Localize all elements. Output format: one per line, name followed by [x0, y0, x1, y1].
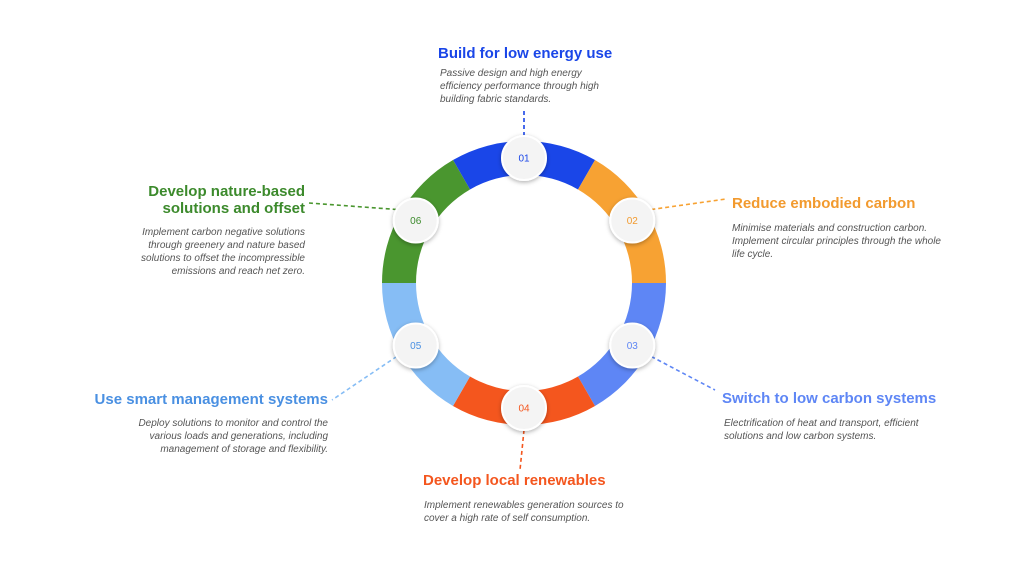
step-marker-number: 03 — [627, 341, 639, 352]
step-4-description: Implement renewables generation sources … — [424, 499, 684, 525]
step-2-description: Minimise materials and construction carb… — [732, 222, 992, 261]
step-6-title-line: solutions and offset — [162, 200, 306, 217]
step-3-title: Switch to low carbon systems — [722, 390, 937, 407]
connector-line-05 — [331, 355, 398, 401]
step-3-description: Electrification of heat and transport, e… — [724, 417, 984, 443]
step-5-description: Deploy solutions to monitor and control … — [68, 417, 328, 456]
step-marker-number: 05 — [410, 341, 422, 352]
step-1-description: Passive design and high energy efficienc… — [440, 67, 640, 106]
step-6-desc-line: solutions to offset the incompressible — [141, 253, 305, 264]
step-6-description: Implement carbon negative solutions thro… — [65, 226, 305, 278]
step-3-desc-line: solutions and low carbon systems. — [724, 431, 877, 442]
step-2-desc-line: life cycle. — [732, 249, 774, 260]
step-1-title: Build for low energy use — [438, 45, 613, 62]
step-markers: 01 02 03 04 05 06 — [392, 135, 656, 431]
step-4-desc-line: Implement renewables generation sources … — [424, 500, 624, 511]
step-marker-03: 03 — [609, 322, 656, 369]
step-5-title: Use smart management systems — [94, 391, 328, 408]
step-marker-circle — [609, 322, 656, 369]
step-6-title-line: Develop nature-based — [148, 183, 305, 200]
step-4-desc-line: cover a high rate of self consumption. — [424, 513, 591, 524]
step-3-desc-line: Electrification of heat and transport, e… — [724, 418, 919, 429]
step-marker-number: 06 — [410, 216, 422, 227]
step-5-desc-line: management of storage and flexibility. — [160, 444, 328, 455]
step-5-desc-line: various loads and generations, including — [149, 431, 328, 442]
step-6-desc-line: Implement carbon negative solutions — [142, 227, 305, 238]
step-marker-01: 01 — [501, 135, 547, 181]
step-marker-04: 04 — [501, 385, 547, 431]
connector-lines — [308, 110, 727, 471]
step-marker-circle — [501, 135, 547, 181]
step-marker-number: 01 — [518, 154, 530, 165]
step-6-desc-line: emissions and reach net zero. — [171, 266, 305, 277]
connector-line-04 — [519, 429, 525, 471]
step-1-desc-line: efficiency performance through high — [440, 81, 599, 92]
step-2-desc-line: Implement circular principles through th… — [732, 236, 941, 247]
step-marker-circle — [392, 197, 439, 244]
step-marker-06: 06 — [392, 197, 439, 244]
step-marker-circle — [392, 322, 439, 369]
step-2-desc-line: Minimise materials and construction carb… — [732, 223, 928, 234]
step-1-desc-line: Passive design and high energy — [440, 68, 582, 79]
step-2-title: Reduce embodied carbon — [732, 195, 916, 212]
step-marker-circle — [501, 385, 547, 431]
step-marker-02: 02 — [609, 197, 656, 244]
step-marker-05: 05 — [392, 322, 439, 369]
connector-line-03 — [650, 355, 716, 391]
step-1-desc-line: building fabric standards. — [440, 94, 552, 105]
connector-line-02 — [651, 198, 727, 211]
step-5-desc-line: Deploy solutions to monitor and control … — [138, 418, 328, 429]
connector-line-06 — [308, 202, 397, 211]
step-4-title: Develop local renewables — [423, 472, 606, 489]
step-6-title: Develop nature-based solutions and offse… — [148, 183, 305, 217]
step-marker-number: 04 — [518, 404, 530, 415]
ring-segments — [382, 141, 666, 425]
step-marker-number: 02 — [627, 216, 639, 227]
step-6-desc-line: through greenery and nature based — [148, 240, 305, 251]
step-marker-circle — [609, 197, 656, 244]
